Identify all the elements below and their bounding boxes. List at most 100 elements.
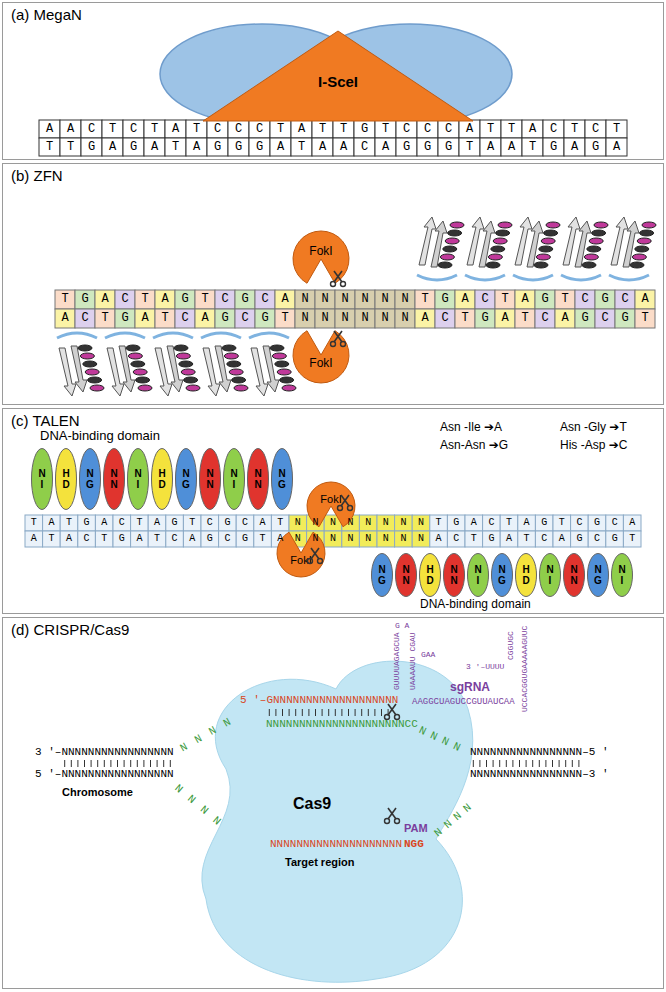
dna-contact-bracket (417, 275, 457, 280)
dna-strand: TTGAGATAGGGATAACAGGGTAATGAGA (46, 138, 634, 156)
base-pair-tick (572, 760, 573, 767)
oval-shape (588, 554, 609, 597)
dna-cell (515, 309, 535, 328)
dna-contact-bracket (201, 333, 241, 338)
rvd-repeat: N G (491, 553, 513, 597)
dna-cell (95, 290, 115, 309)
dna-cell (575, 309, 595, 328)
dna-cell (342, 531, 360, 547)
scissor-handle (395, 715, 400, 720)
dna-cell (135, 290, 155, 309)
oval-shape (564, 554, 585, 597)
base-pair-tick (486, 760, 487, 767)
alpha-helix-turn (277, 369, 291, 375)
dna-cell (183, 515, 201, 531)
dna-cell (131, 515, 149, 531)
dna-cell (95, 531, 113, 547)
base-pair-tick (77, 760, 78, 767)
pacman-shape (277, 532, 325, 577)
rvd-label: N G (86, 468, 94, 490)
dna-cell (102, 138, 123, 156)
alpha-helix-turn (184, 377, 198, 383)
alpha-helix-turn (493, 238, 507, 244)
dna-contact-bracket (105, 333, 145, 338)
domain-label: FokI (309, 356, 332, 370)
dna-cell (585, 138, 606, 156)
dna-cell (271, 515, 289, 531)
triangle-shape (203, 31, 473, 121)
base-pair-tick (170, 760, 171, 767)
annotation-label: Chromosome (62, 786, 133, 799)
dna-strand: AACTCTATCCCTATTGTCCCATTACTCT (46, 120, 634, 138)
oval-shape (372, 554, 393, 597)
dna-cell (606, 138, 627, 156)
base-pair-tick (532, 760, 533, 767)
zinc-finger (465, 217, 512, 280)
dna-cell (375, 120, 396, 138)
sequence-text: NNNNNNNNNNNNNNNNN–5 ' (470, 746, 609, 759)
dna-cell (166, 515, 184, 531)
dna-cell (186, 138, 207, 156)
dna-cell (255, 309, 275, 328)
dna-cell (430, 515, 448, 531)
dna-cell (55, 290, 75, 309)
dna-cell (78, 515, 96, 531)
dna-contact-bracket (153, 333, 193, 338)
oval-shape (492, 554, 513, 597)
dna-cell (535, 531, 553, 547)
rvd-repeat: N G (175, 448, 197, 510)
dna-cell (447, 515, 465, 531)
dna-cell (359, 515, 377, 531)
dna-cell (207, 138, 228, 156)
zinc-finger (57, 333, 104, 396)
alpha-helix-turn (176, 353, 190, 359)
rvd-repeat: N I (31, 448, 53, 510)
alpha-helix-turn (587, 246, 601, 252)
scissor-handle (331, 282, 336, 287)
scissor-blade (341, 495, 349, 506)
dna-cell (435, 290, 455, 309)
rvd-label: N N (402, 564, 409, 586)
annotation-label: Asn -Ile ➔A (440, 420, 502, 434)
base-pair-tick (479, 760, 480, 767)
dna-cell (333, 138, 354, 156)
alpha-helix-turn (88, 377, 102, 383)
dna-cell (254, 515, 272, 531)
dna-cell (595, 290, 615, 309)
alpha-helix-turn (496, 230, 510, 236)
panel-title: (b) ZFN (11, 167, 63, 184)
annotation-label: DNA-binding domain (40, 428, 160, 444)
scissor-handle (318, 559, 323, 564)
dna-cell (535, 515, 553, 531)
alpha-helix-turn (232, 377, 246, 383)
scissor-blade (311, 548, 319, 559)
dna-cell (270, 138, 291, 156)
sequence-text: 3 '–UUUU (466, 662, 504, 672)
alpha-helix-turn (80, 353, 94, 359)
base-pair-tick (91, 760, 92, 767)
scissor-handle (338, 506, 343, 511)
zinc-finger (561, 217, 608, 280)
dna-cell (354, 138, 375, 156)
dna-cell (60, 138, 81, 156)
shape-outline (307, 482, 355, 530)
rvd-repeat: H D (55, 448, 77, 510)
dna-cell (148, 515, 166, 531)
dna-cell (585, 120, 606, 138)
oval-shape (420, 554, 441, 597)
dna-cell (115, 290, 135, 309)
dna-cell (123, 138, 144, 156)
zinc-finger (201, 333, 248, 396)
alpha-helix-turn (136, 377, 150, 383)
rvd-label: N G (278, 468, 286, 490)
base-pair-tick (328, 709, 329, 716)
rvd-repeat: N I (467, 553, 489, 597)
dna-cell (575, 290, 595, 309)
rvd-repeat: N I (127, 448, 149, 510)
panel-title: (a) MegaN (11, 6, 82, 23)
dna-cell (535, 309, 555, 328)
base-pair-tick (506, 760, 507, 767)
dna-cell (295, 290, 315, 309)
dna-strand: ACTGATCAGCGTNNNNNNACTGATCAGCGT (61, 309, 661, 328)
oval-shape (56, 449, 77, 510)
